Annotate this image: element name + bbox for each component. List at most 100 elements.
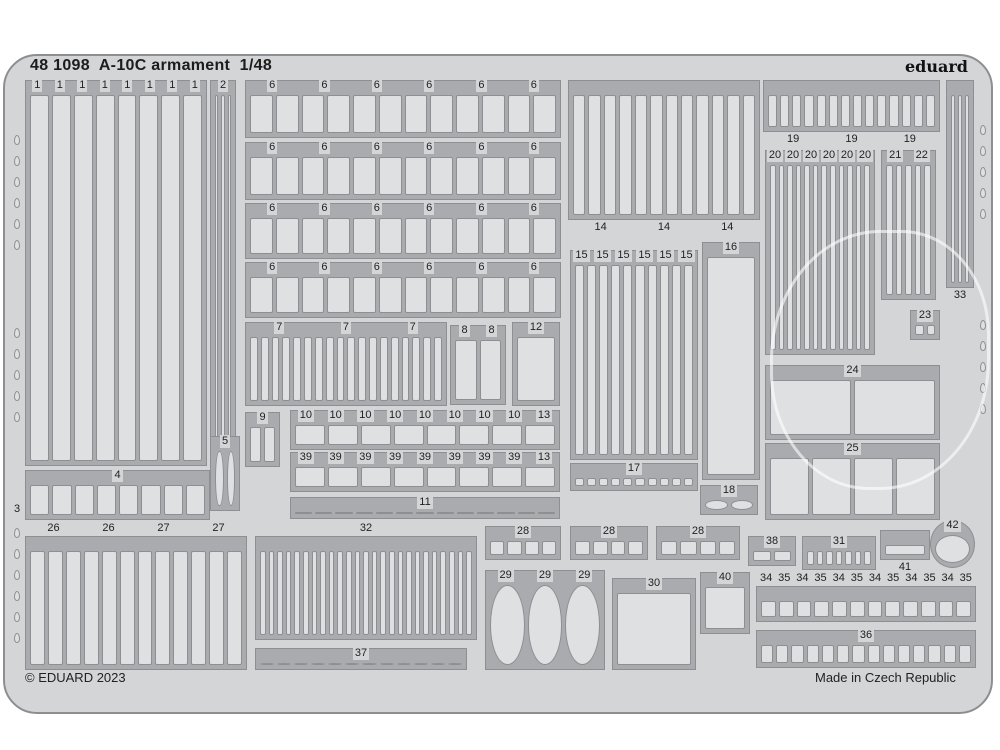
part-number: 11 [417,496,433,509]
etched-part [215,95,219,455]
part-pieces [260,551,472,635]
etched-part [490,541,505,555]
etched-part [327,277,350,313]
etched-part [867,601,883,617]
part-number: 10 [327,409,344,422]
etched-part [588,95,601,215]
etched-part [431,551,438,635]
etched-part [378,277,402,313]
part-number: 13 [535,409,553,422]
etched-part [533,218,556,254]
etched-part [315,512,333,514]
etched-part [378,157,402,195]
etched-part [635,265,645,455]
part-number-labels: 17 [571,462,697,475]
etched-part [226,451,235,506]
etched-part [705,500,728,510]
etched-part [882,645,895,663]
etched-part [302,551,309,635]
etched-part [837,645,850,663]
etched-part [671,265,681,455]
part-pieces [250,337,442,401]
part-number: 1 [167,79,178,92]
etched-part [665,95,678,215]
etched-part [659,265,669,455]
etched-part [369,337,377,401]
etched-part [773,551,791,561]
etched-part [30,95,49,461]
part-group-28-a: 28 [485,525,561,560]
part-group-41: 41 [880,530,930,574]
etched-part [360,425,391,445]
etched-part [481,157,505,195]
etched-part [393,425,424,445]
part-pieces [761,601,971,617]
part-group-38: 38 [748,535,796,566]
part-number: 1 [77,79,88,92]
part-number-labels: 12 [513,321,559,334]
etched-part [117,95,137,461]
part-pieces [250,95,556,133]
etched-part [455,340,477,400]
part-group-28-b: 28 [570,525,648,560]
etched-part [456,277,479,313]
part-number: 10 [297,409,314,422]
etched-part [354,551,361,635]
part-number: 13 [535,451,553,464]
part-pieces [490,585,601,665]
etched-part [587,265,597,455]
part-number-labels: 2 [211,79,235,92]
etched-part [327,425,358,445]
etched-part [865,95,875,127]
part-number: 25 [844,442,861,455]
part-number: 6 [528,141,539,154]
etched-part [854,551,862,565]
part-number: 1 [32,79,43,92]
etched-part [680,95,694,215]
part-number: 9 [257,411,268,424]
part-number: 10 [476,409,493,422]
etched-part [864,551,872,565]
drop-marks-left-top [14,135,20,250]
etched-part [430,95,453,133]
part-number: 39 [416,451,434,464]
part-number: 28 [600,525,618,538]
etched-part [396,663,411,665]
etched-part [928,645,941,663]
etched-part [457,551,464,635]
etched-part [295,425,325,445]
part-number: 15 [573,249,590,262]
part-pieces [575,265,693,455]
etched-part [807,551,814,565]
part-number: 15 [657,249,674,262]
part-group-42: 42 [930,519,975,568]
part-number: 20 [784,149,802,162]
etched-part [250,218,273,254]
part-group-12: 12 [512,321,560,406]
etched-part [378,218,402,254]
etched-part [914,165,922,295]
part-number: 6 [267,79,278,92]
etched-part [401,337,410,401]
etched-part [96,485,116,515]
part-number: 39 [327,451,344,464]
part-group-9: 9 [245,411,280,467]
etched-part [573,95,586,215]
etched-part [524,541,539,555]
etched-part [901,95,911,127]
part-number: 6 [319,261,330,274]
part-group-32: 32 [255,522,477,640]
etched-part [328,663,343,665]
part-number: 6 [267,261,278,274]
part-group-3-4: 4 [25,469,210,520]
part-number: 37 [352,647,370,660]
etched-part [227,95,231,455]
etched-part [481,277,505,313]
etched-part [855,165,862,350]
etched-part [295,467,325,487]
etched-part [490,585,525,665]
